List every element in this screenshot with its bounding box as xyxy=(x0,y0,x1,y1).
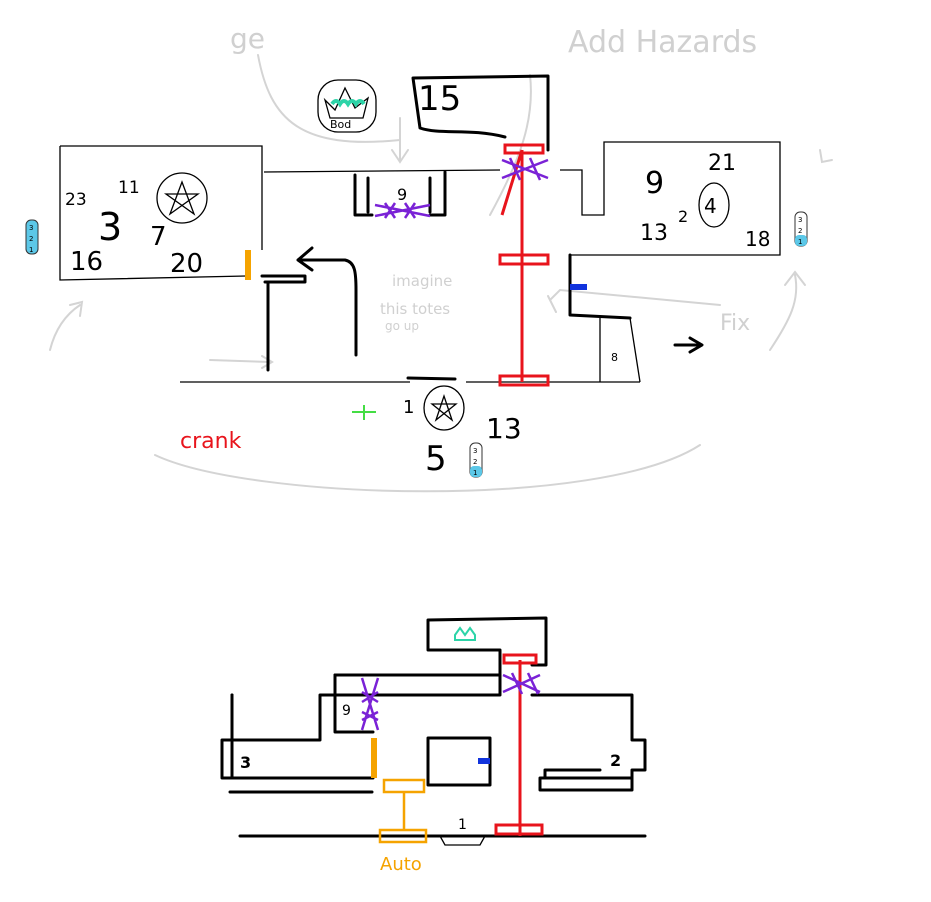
capsule-2: 2 xyxy=(29,235,33,243)
note-imagine: imagine xyxy=(392,272,452,290)
left-room-11: 11 xyxy=(118,178,140,198)
top-map: Bod 15 23 11 3 7 16 20 3 2 1 3 2 1 xyxy=(25,74,808,479)
pocket-glyph: 9 xyxy=(397,185,407,204)
crank-rail xyxy=(498,143,550,387)
left-room-3: 3 xyxy=(98,205,122,249)
blue-door-bottom xyxy=(478,758,490,764)
small-glyph: 8 xyxy=(611,351,618,364)
pentagram-icon-center xyxy=(423,385,465,431)
left-room-20: 20 xyxy=(170,249,203,279)
capsule-3: 3 xyxy=(29,224,33,232)
center-1: 1 xyxy=(403,397,414,418)
blue-door xyxy=(570,284,587,290)
bottom-glyph: 9 xyxy=(342,703,351,719)
capsule-1: 1 xyxy=(29,246,33,254)
orange-door-bottom xyxy=(371,738,377,778)
capsule-3: 3 xyxy=(473,447,477,455)
bottom-left-3: 3 xyxy=(240,753,251,772)
bottom-center-1: 1 xyxy=(458,817,467,833)
pentagram-icon xyxy=(156,172,208,224)
left-room-23: 23 xyxy=(65,190,87,210)
center-5: 5 xyxy=(425,439,447,479)
auto-lift: Auto xyxy=(378,778,428,875)
bottom-map: 3 9 2 1 Auto xyxy=(220,616,647,875)
capsule-1: 1 xyxy=(798,238,802,246)
bottom-right-2: 2 xyxy=(610,751,621,770)
center-13: 13 xyxy=(486,412,522,445)
note-fragment: ge xyxy=(230,22,265,55)
crank-rail-bottom xyxy=(494,653,544,836)
capsule-2: 2 xyxy=(473,458,477,466)
auto-label: Auto xyxy=(380,854,422,875)
note-add-hazards: Add Hazards xyxy=(568,25,757,60)
note-fix: Fix xyxy=(720,311,750,336)
right-room-9: 9 xyxy=(645,166,664,201)
capsule-left: 3 2 1 xyxy=(25,219,39,255)
bod-icon: Bod xyxy=(317,79,377,133)
room-15-label: 15 xyxy=(418,79,461,119)
right-room-13: 13 xyxy=(640,221,668,246)
pentagram-icon-small: 4 xyxy=(698,182,730,228)
faint-annotations: ge Add Hazards imagine this totes go up … xyxy=(49,22,833,493)
left-room-16: 16 xyxy=(70,247,103,277)
left-room-7: 7 xyxy=(150,222,167,252)
bod-label: Bod xyxy=(330,118,351,131)
right-room-18: 18 xyxy=(745,227,770,251)
capsule-right: 3 2 1 xyxy=(794,211,808,247)
orange-door xyxy=(245,250,251,280)
right-room-21: 21 xyxy=(708,151,736,176)
note-this-totes: this totes xyxy=(380,300,450,318)
capsule-3: 3 xyxy=(798,216,802,224)
right-room-4: 4 xyxy=(704,194,717,218)
note-go-up: go up xyxy=(385,319,419,333)
capsule-2: 2 xyxy=(798,227,802,235)
right-room-2: 2 xyxy=(678,207,688,226)
capsule-center: 3 2 1 xyxy=(469,442,483,478)
capsule-1: 1 xyxy=(473,469,477,477)
crank-label: crank xyxy=(180,429,242,454)
